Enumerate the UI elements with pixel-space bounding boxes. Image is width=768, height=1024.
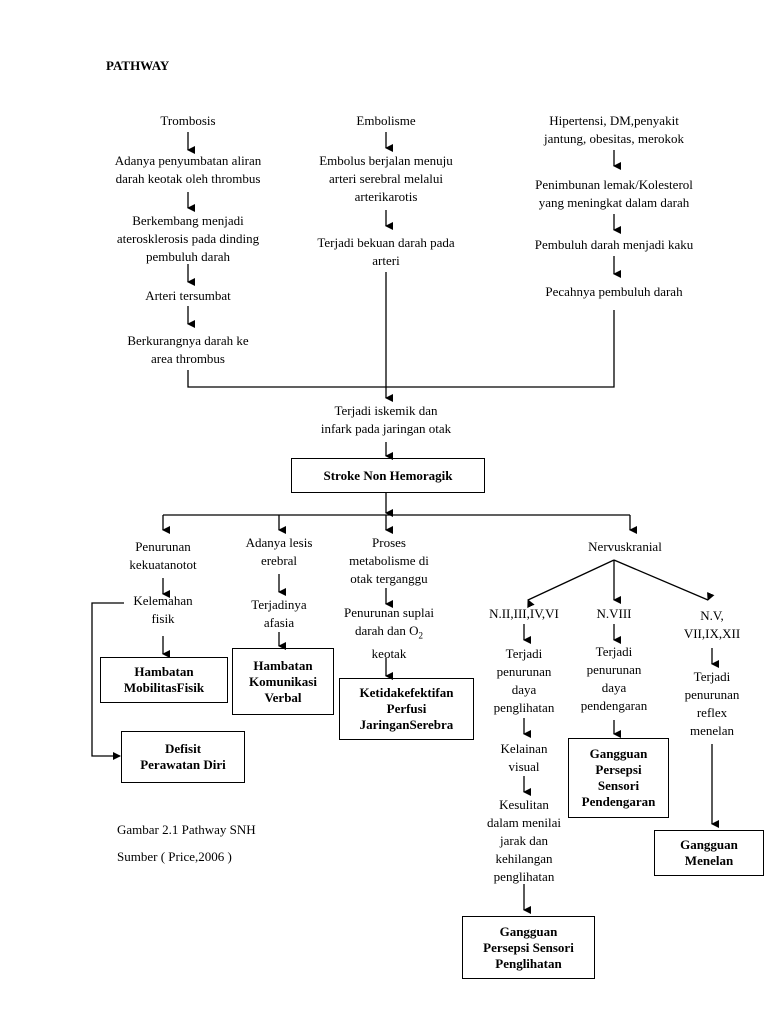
box-gangguan-menelan: Gangguan Menelan [654,830,764,876]
line-trombosis-merge [187,370,386,388]
figure-source: Sumber ( Price,2006 ) [117,849,232,864]
figure-caption: Gambar 2.1 Pathway SNH [117,822,256,837]
node-penimbunan-lemak: Penimbunan lemak/Kolesterol yang meningk… [535,177,693,210]
box-ketidakefektifan-perfusi: Ketidakefektifan Perfusi JaringanSerebra [339,678,474,740]
node-penyumbatan-aliran: Adanya penyumbatan aliran darah keotak o… [114,153,262,186]
node-proses-metabolisme: Proses metabolisme di otak terganggu [349,535,429,586]
page-heading: PATHWAY [106,58,170,73]
node-penurunan-kekuatan-otot: Penurunan kekuatanotot [129,539,197,572]
node-pembuluh-kaku: Pembuluh darah menjadi kaku [534,237,694,252]
arrow-nervus-right [613,559,715,601]
box-hambatan-mobilitas-fisik: Hambatan MobilitasFisik [100,657,228,703]
node-iskemik-infark: Terjadi iskemik dan infark pada jaringan… [320,403,452,436]
node-n1-penurunan-penglihatan: Terjadi penurunan daya penglihatan [493,646,555,715]
node-bekuan-darah: Terjadi bekuan darah pada arteri [317,235,455,268]
box-defisit-perawatan-diri: Defisit Perawatan Diri [121,731,245,783]
node-trombosis: Trombosis [160,113,216,128]
node-nervuskranial: Nervuskranial [588,539,662,554]
node-aterosklerosis: Berkembang menjadi aterosklerosis pada d… [116,213,260,264]
node-n-v-vii-ix-xii: N.V, VII,IX,XII [683,608,741,641]
node-n-ii-iii-iv-vi: N.II,III,IV,VI [489,606,559,621]
box-hambatan-komunikasi-verbal: Hambatan Komunikasi Verbal [232,648,334,715]
node-arteri-tersumbat: Arteri tersumbat [145,288,231,303]
node-n2-penurunan-pendengaran: Terjadi penurunan daya pendengaran [580,644,648,713]
node-n1-kesulitan: Kesulitan dalam menilai jarak dan kehila… [486,797,561,884]
node-pecahnya-pembuluh: Pecahnya pembuluh darah [545,284,683,299]
arrow-perawatan [91,602,124,760]
suplai-text-1: Penurunan suplai darah dan O [344,605,434,638]
line-hipertensi-merge [386,310,615,388]
node-n1-kelainan-visual: Kelainan visual [500,741,548,774]
box-stroke-non-hemoragik: Stroke Non Hemoragik [291,458,485,493]
node-hipertensi: Hipertensi, DM,penyakit jantung, obesita… [543,113,685,146]
node-berkurangnya-darah: Berkurangnya darah ke area thrombus [127,333,249,366]
node-embolus-berjalan: Embolus berjalan menuju arteri serebral … [319,153,453,204]
suplai-subscript: 2 [418,630,424,641]
node-kelemahan-fisik: Kelemahan fisik [133,593,193,626]
box-gangguan-persepsi-penglihatan: Gangguan Persepsi Sensori Penglihatan [462,916,595,979]
node-penurunan-suplai: Penurunan suplai darah dan O2 keotak [331,604,447,663]
node-n3-penurunan-reflex: Terjadi penurunan reflex menelan [684,669,740,738]
suplai-text-2: keotak [371,645,407,661]
node-lesi-serebral: Adanya lesis erebral [245,535,313,568]
arrow-nervus-left [527,559,615,609]
node-terjadinya-afasia: Terjadinya afasia [251,597,307,630]
node-embolisme: Embolisme [356,113,416,128]
node-n-viii: N.VIII [596,606,632,621]
box-gangguan-persepsi-pendengaran: Gangguan Persepsi Sensori Pendengaran [568,738,669,818]
